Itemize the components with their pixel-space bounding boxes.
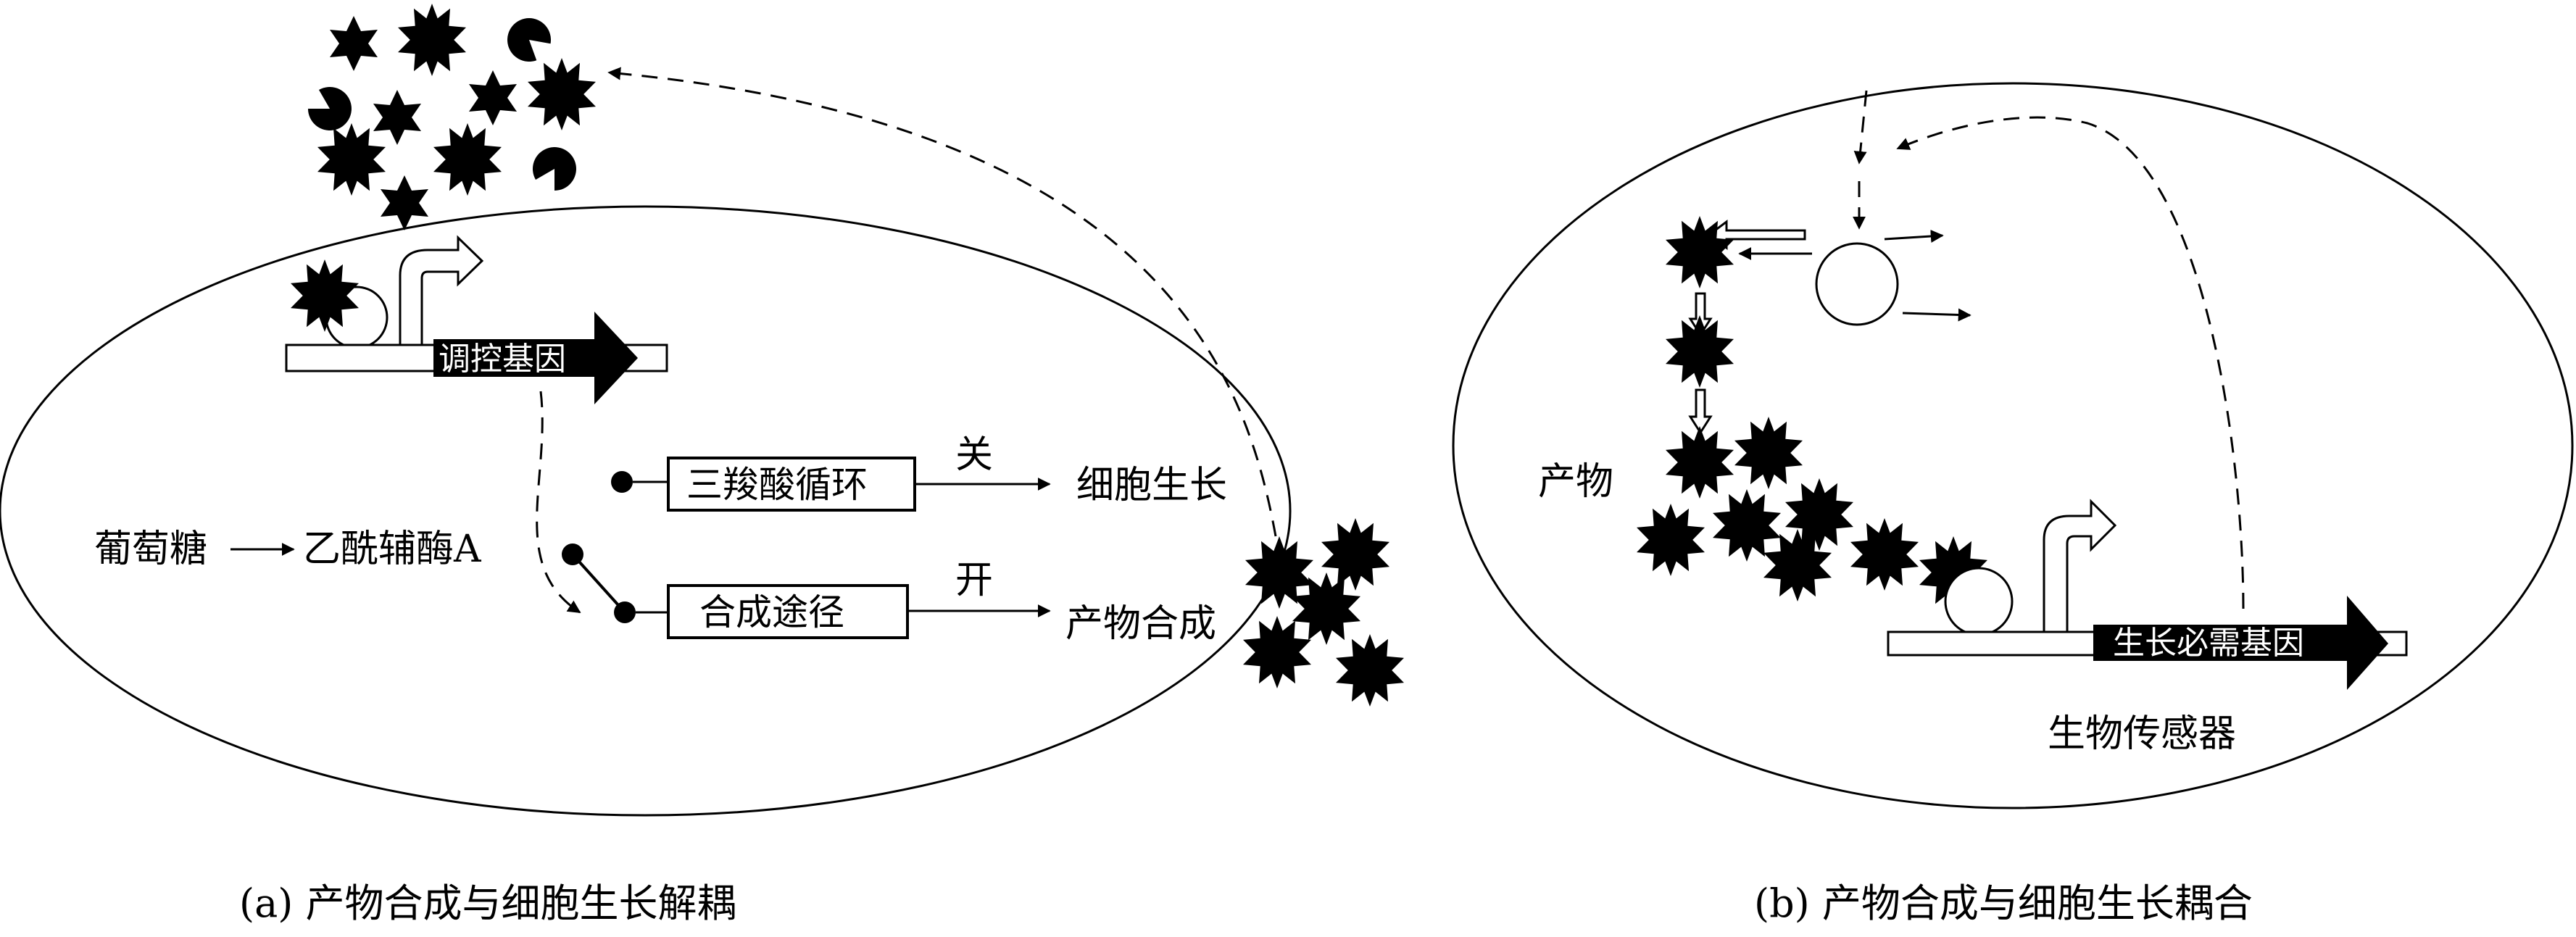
sensor-signal-arrow (1884, 230, 1944, 243)
starburst-icon (1666, 315, 1734, 388)
biosensor-label: 生物传感器 (2048, 712, 2236, 756)
cell-a (0, 205, 1292, 817)
switch-node-closed (614, 601, 636, 623)
starburst-icon (1666, 426, 1734, 499)
starburst-icon (1734, 417, 1803, 489)
on-label: 开 (955, 559, 993, 602)
cell-growth-label: 细胞生长 (1076, 464, 1227, 507)
extracellular-molecules-a (302, 4, 596, 230)
switch-node-open (611, 471, 633, 493)
panel-a: 调控基因 葡萄糖 乙酰辅酶A 三羧酸循环 关 细胞生长 合成途径 开 产物合成 (0, 4, 1404, 926)
tca-box-label: 三羧酸循环 (686, 464, 868, 506)
star-icon (381, 175, 428, 230)
starburst-icon (1321, 518, 1389, 591)
panel-b: 产物 生长必需基因 生物传感器 (b) 产物合成与细胞生长耦合 (1452, 82, 2574, 926)
starburst-icon (1243, 616, 1311, 688)
cell-b (1452, 82, 2574, 809)
starburst-icon (1713, 489, 1781, 562)
product-label: 产物 (1538, 460, 1613, 504)
starburst-icon (433, 123, 502, 196)
promoter-arrow-icon (399, 235, 484, 346)
product-molecules-a (1243, 518, 1404, 707)
glucose-label: 葡萄糖 (94, 528, 207, 571)
regulatory-gene-label: 调控基因 (439, 341, 566, 378)
sensor-signal-arrow (1902, 308, 1972, 322)
star-icon (330, 16, 378, 71)
off-label: 关 (955, 433, 993, 477)
acetyl-coa-label: 乙酰辅酶A (303, 528, 482, 571)
starburst-icon (317, 123, 386, 196)
pathway-box (667, 584, 909, 639)
repressor-circle-icon (1944, 567, 2014, 636)
star-icon (373, 90, 421, 145)
hollow-arrow-icon (1688, 292, 1713, 337)
star-icon (469, 70, 517, 125)
starburst-icon (1336, 634, 1404, 707)
feedback-dashed-line-a (607, 67, 1277, 537)
essential-gene-label: 生长必需基因 (2113, 625, 2304, 662)
caption-b: (b) 产物合成与细胞生长耦合 (1754, 880, 2253, 926)
essential-gene-arrow (2093, 596, 2388, 690)
caption-a: (a) 产物合成与细胞生长解耦 (239, 880, 736, 926)
pacman-icon (526, 139, 584, 196)
starburst-icon (528, 58, 596, 130)
pacman-icon (498, 9, 558, 69)
tca-box (667, 457, 916, 512)
biosensor-circle-icon (1815, 242, 1899, 326)
regulatory-gene-arrow (433, 312, 638, 404)
regulation-dashed-line (536, 391, 581, 614)
starburst-icon (1850, 518, 1919, 591)
feedback-dashed-line-b (1896, 116, 2245, 609)
hollow-arrow-icon (1688, 388, 1713, 435)
starburst-icon (398, 4, 466, 76)
pathway-box-label: 合成途径 (699, 591, 844, 633)
switch-lever (571, 553, 626, 614)
product-synthesis-label: 产物合成 (1065, 602, 1216, 646)
promoter-arrow-icon (2043, 499, 2117, 633)
incoming-arrow (1853, 90, 1868, 165)
starburst-icon (1637, 504, 1705, 576)
